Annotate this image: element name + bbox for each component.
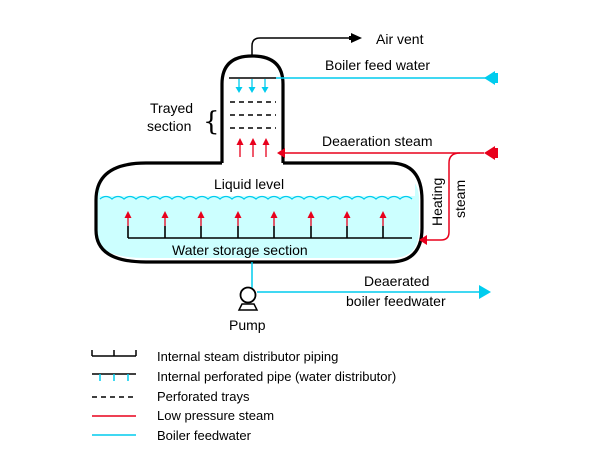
- column-steam-arrows: [236, 138, 270, 157]
- trayed-label-line2: section: [147, 118, 191, 134]
- steam-label: steam: [452, 180, 468, 218]
- legend-item-steam-distributor: Internal steam distributor piping: [91, 349, 338, 364]
- pump-label: Pump: [229, 317, 266, 333]
- deaeration-steam-label: Deaeration steam: [322, 133, 433, 149]
- legend-label-1: Internal perforated pipe (water distribu…: [157, 369, 396, 384]
- steam-distributor-piping: [124, 211, 412, 239]
- deaeration-steam-line: [277, 146, 498, 245]
- legend-label-4: Boiler feedwater: [157, 428, 252, 443]
- heating-label: Heating: [429, 178, 445, 226]
- legend: Internal steam distributor piping Intern…: [91, 349, 396, 443]
- legend-item-perforated-trays: Perforated trays: [92, 389, 250, 404]
- legend-label-2: Perforated trays: [157, 389, 250, 404]
- deaerated-outlet-line: [251, 262, 491, 299]
- legend-item-low-pressure-steam: Low pressure steam: [92, 408, 274, 423]
- feedwater-inlet-line: [276, 71, 498, 85]
- feedwater-spray-arrows: [235, 79, 269, 93]
- deaerated-label-line2: boiler feedwater: [346, 293, 446, 309]
- perforated-trays: [230, 101, 276, 129]
- legend-item-perforated-pipe: Internal perforated pipe (water distribu…: [92, 369, 396, 384]
- pump-icon: [237, 286, 259, 311]
- legend-item-boiler-feedwater: Boiler feedwater: [92, 428, 252, 443]
- legend-label-3: Low pressure steam: [157, 408, 274, 423]
- liquid-surface-wave: [100, 196, 414, 204]
- vessel-outline: [94, 161, 424, 264]
- trayed-label-line1: Trayed: [150, 100, 193, 116]
- trayed-column: [220, 54, 285, 163]
- liquid-level-label: Liquid level: [214, 176, 284, 192]
- deaerated-label-line1: Deaerated: [364, 273, 429, 289]
- air-vent-line: [251, 33, 362, 56]
- boiler-feed-water-label: Boiler feed water: [325, 57, 430, 73]
- water-storage-label: Water storage section: [172, 242, 308, 258]
- trayed-brace: {: [203, 107, 220, 137]
- air-vent-label: Air vent: [376, 31, 424, 47]
- storage-vessel: [94, 161, 424, 264]
- legend-label-0: Internal steam distributor piping: [157, 349, 338, 364]
